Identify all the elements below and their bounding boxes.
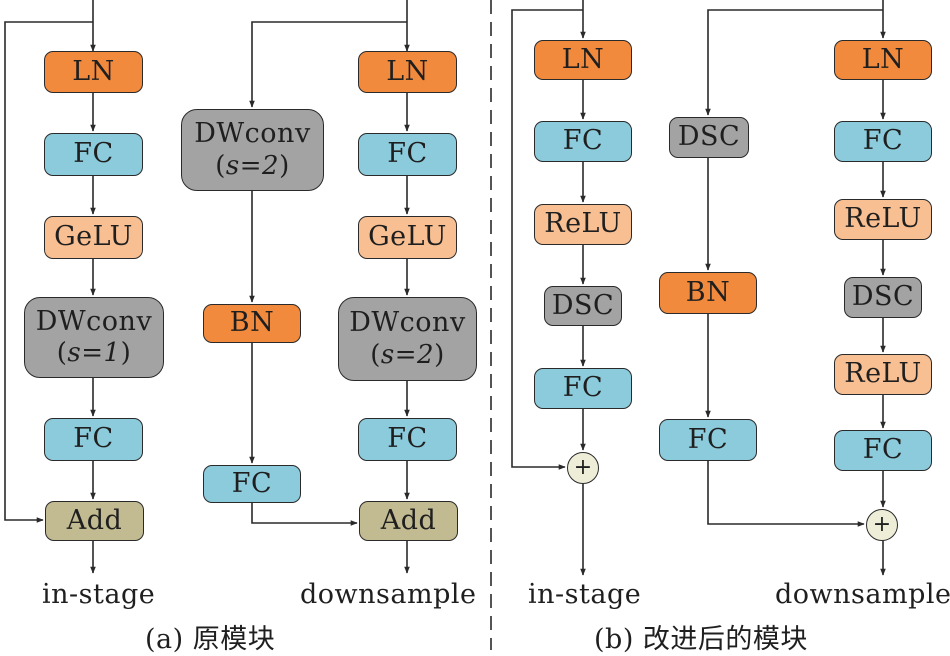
a-down-dwconv-stride: s=2 <box>380 339 435 370</box>
b-instage-fc2-label: FC <box>562 372 604 404</box>
b-down-fc1-label: FC <box>862 125 904 157</box>
a-down-side-fc-label: FC <box>231 467 273 499</box>
b-instage-ln-block: LN <box>534 40 632 80</box>
b-instage-relu-block: ReLU <box>534 204 632 245</box>
b-downsample-output-label: downsample <box>775 579 950 610</box>
b-caption: (b) 改进后的模块 <box>594 624 808 655</box>
b-down-side-dsc-label: DSC <box>677 121 741 153</box>
b-instage-ln-label: LN <box>561 43 605 75</box>
b-down-side-bn-block: BN <box>659 272 757 314</box>
b-instage-dsc-block: DSC <box>544 286 622 326</box>
b-down-fc2-block: FC <box>834 430 932 471</box>
a-instage-gelu-label: GeLU <box>54 221 133 253</box>
b-instage-output-label: in-stage <box>528 579 642 610</box>
a-caption: (a) 原模块 <box>145 624 276 655</box>
a-down-side-dwconv-label: DWconv <box>194 118 311 150</box>
b-instage-sum-symbol: + <box>573 455 593 480</box>
b-instage-fc2-block: FC <box>534 368 632 409</box>
a-instage-ln-label: LN <box>72 55 115 87</box>
a-instage-add-block: Add <box>45 501 144 541</box>
b-down-side-fc-label: FC <box>687 423 729 455</box>
a-down-gelu-block: GeLU <box>358 216 457 259</box>
a-down-dwconv-label: DWconv <box>349 307 466 339</box>
a-down-side-fc-block: FC <box>203 465 301 503</box>
b-down-relu1-block: ReLU <box>834 199 932 240</box>
b-instage-sum-node: + <box>567 452 599 484</box>
a-instage-gelu-block: GeLU <box>44 216 143 259</box>
a-instage-output-label: in-stage <box>42 579 156 610</box>
b-down-side-dsc-block: DSC <box>669 117 749 158</box>
a-down-ln-block: LN <box>358 51 457 93</box>
b-down-relu2-block: ReLU <box>834 354 932 395</box>
a-down-fc2-block: FC <box>358 418 457 461</box>
a-instage-fc2-label: FC <box>73 423 114 455</box>
a-down-side-dwconv-stride: s=2 <box>225 150 280 181</box>
a-instage-fc1-block: FC <box>44 133 143 176</box>
a-down-side-bn-label: BN <box>229 307 275 339</box>
a-down-fc2-label: FC <box>387 423 428 455</box>
b-down-sum-node: + <box>866 509 898 541</box>
a-instage-ln-block: LN <box>44 51 143 93</box>
b-down-side-fc-block: FC <box>659 419 757 461</box>
a-instage-fc1-label: FC <box>73 138 114 170</box>
b-down-dsc-label: DSC <box>851 281 915 313</box>
a-down-ln-label: LN <box>386 55 429 87</box>
a-instage-dwconv-stride: s=1 <box>67 338 121 369</box>
b-instage-fc1-label: FC <box>562 125 604 157</box>
a-down-side-bn-block: BN <box>203 304 301 343</box>
b-down-dsc-block: DSC <box>844 277 922 318</box>
b-down-fc1-block: FC <box>834 121 932 162</box>
b-down-side-bn-label: BN <box>685 276 731 308</box>
b-down-sum-symbol: + <box>872 512 892 537</box>
b-down-ln-label: LN <box>861 43 905 75</box>
a-down-dwconv-block: DWconv (s=2) <box>338 297 477 381</box>
b-instage-fc1-block: FC <box>534 121 632 162</box>
b-down-relu1-label: ReLU <box>844 203 922 235</box>
b-instage-dsc-label: DSC <box>551 289 615 321</box>
b-down-fc2-label: FC <box>862 434 904 466</box>
a-down-fc1-block: FC <box>358 133 457 176</box>
a-down-side-dwconv-block: DWconv (s=2) <box>181 109 324 191</box>
a-down-add-label: Add <box>380 504 437 536</box>
b-down-relu2-label: ReLU <box>844 358 922 390</box>
a-down-add-block: Add <box>359 501 458 541</box>
a-instage-dwconv-block: DWconv (s=1) <box>24 297 164 378</box>
a-down-gelu-label: GeLU <box>368 221 447 253</box>
b-instage-relu-label: ReLU <box>544 208 622 240</box>
b-down-ln-block: LN <box>834 40 932 80</box>
a-instage-fc2-block: FC <box>44 418 143 461</box>
a-instage-add-label: Add <box>66 504 123 536</box>
a-instage-dwconv-label: DWconv <box>35 305 153 337</box>
a-down-fc1-label: FC <box>387 138 428 170</box>
a-downsample-output-label: downsample <box>300 579 477 610</box>
